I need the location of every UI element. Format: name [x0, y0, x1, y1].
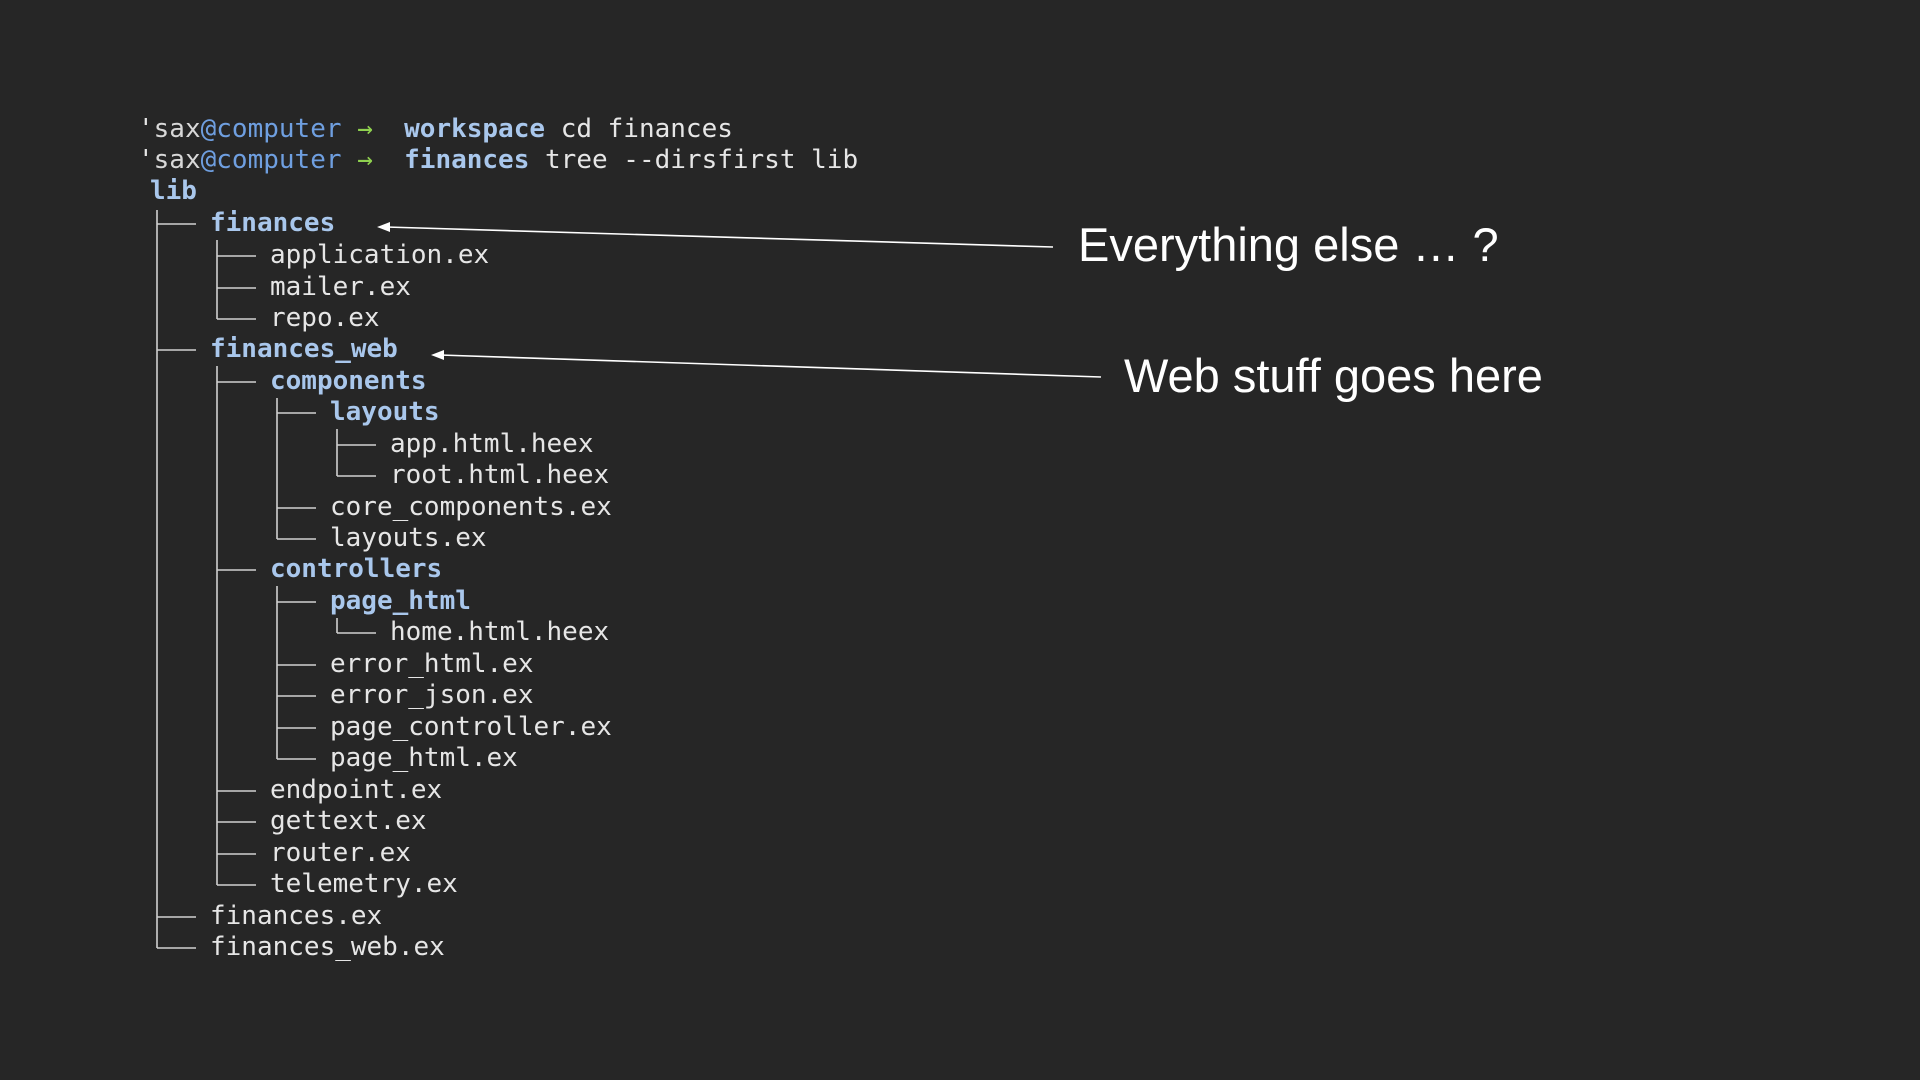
tree-entry-file: application.ex — [270, 240, 490, 270]
tree-entry-file: finances.ex — [210, 901, 383, 931]
arrow-web-stuff — [439, 354, 1102, 378]
tree-entry-file: gettext.ex — [270, 806, 427, 836]
tree-entry-dir: finances — [210, 208, 336, 238]
tree-entry-file: error_json.ex — [330, 680, 534, 710]
arrow-everything-else — [385, 226, 1054, 248]
tree-entry-file: repo.ex — [270, 303, 380, 333]
tree-entry-file: layouts.ex — [330, 523, 487, 553]
prompt-user: sax — [153, 114, 201, 144]
tree-entry-file: root.html.heex — [390, 460, 610, 490]
prompt-command: tree --dirsfirst lib — [545, 145, 859, 175]
tree-entry-file: page_controller.ex — [330, 712, 612, 742]
tree-entry-file: home.html.heex — [390, 617, 610, 647]
prompt-at: @ — [200, 114, 217, 144]
tree-entry-file: telemetry.ex — [270, 869, 458, 899]
prompt-cwd: finances — [404, 145, 530, 175]
terminal-output: 'sax@computer → workspace cd finances 's… — [0, 0, 900, 1080]
prompt-line-2: 'sax@computer → finances tree --dirsfirs… — [138, 145, 859, 175]
prompt-host: computer — [216, 145, 342, 175]
tree-entry-file: mailer.ex — [270, 272, 411, 302]
prompt-user: sax — [153, 145, 201, 175]
arrowhead-icon — [377, 222, 390, 232]
prompt-arrow-icon: → — [357, 145, 373, 175]
tree-entry-file: page_html.ex — [330, 743, 518, 773]
tree-entry-dir: components — [270, 366, 427, 396]
tree-entry-file: endpoint.ex — [270, 775, 443, 805]
tree-entry-file: error_html.ex — [330, 649, 534, 679]
prompt-at: @ — [200, 145, 217, 175]
arrowhead-icon — [431, 350, 444, 360]
tree-entry-dir: finances_web — [210, 334, 398, 364]
tree-entry-file: router.ex — [270, 838, 411, 868]
callout-everything-else: Everything else … ? — [1078, 218, 1499, 271]
tree-entry-dir: controllers — [270, 554, 443, 584]
tree-entry-file: core_components.ex — [330, 492, 612, 522]
tree-entry-file: finances_web.ex — [210, 932, 445, 962]
prompt-command: cd finances — [560, 114, 733, 144]
callout-web-stuff: Web stuff goes here — [1124, 349, 1543, 402]
tree-entry-dir: page_html — [330, 586, 471, 616]
prompt-cwd: workspace — [404, 114, 546, 144]
tree-connectors — [156, 210, 376, 949]
tree-entry-dir: layouts — [330, 397, 440, 427]
tree-root: lib — [150, 176, 197, 206]
prompt-host: computer — [216, 114, 342, 144]
prompt-arrow-icon: → — [357, 114, 373, 144]
tree-entry-file: app.html.heex — [390, 429, 594, 459]
prompt-line-1: 'sax@computer → workspace cd finances — [138, 114, 733, 144]
